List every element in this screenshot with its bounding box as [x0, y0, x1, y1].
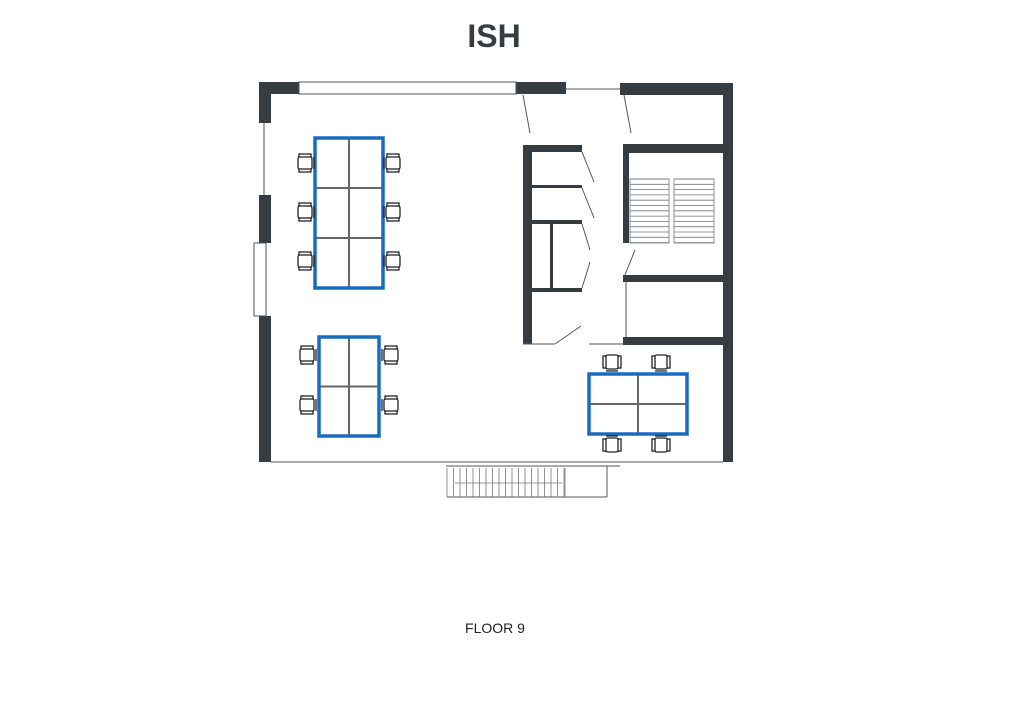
window-top: [298, 81, 517, 95]
stair-flight-1: [629, 178, 670, 244]
desk-cluster-3: [587, 372, 689, 436]
exterior-stair: [446, 468, 566, 497]
chair-icon: [651, 354, 671, 372]
wall-top-mid: [516, 82, 566, 94]
chair-icon: [602, 354, 622, 372]
chair-icon: [299, 395, 317, 415]
wall-top-right: [620, 83, 733, 95]
door-1: [522, 94, 531, 134]
thin-lines: [253, 81, 723, 498]
wall-left-top: [259, 82, 271, 123]
wall-right: [723, 83, 733, 462]
door-2: [623, 94, 632, 134]
chair-icon: [297, 153, 315, 173]
walls: [259, 82, 733, 462]
chair-icon: [383, 251, 401, 271]
door-8: [624, 249, 636, 276]
chair-icon: [651, 435, 671, 453]
core-divider: [550, 222, 553, 290]
stair-core-top: [623, 144, 723, 153]
door-5: [581, 223, 591, 251]
desk-cluster-2: [317, 335, 381, 438]
stair-flight-2: [673, 178, 715, 244]
chair-icon: [381, 345, 399, 365]
door-7: [554, 325, 582, 345]
chair-icon: [297, 202, 315, 222]
stairs: [446, 178, 715, 497]
wall-left-mid: [259, 195, 271, 243]
door-4: [581, 187, 595, 219]
chair-icon: [297, 251, 315, 271]
chair-icon: [383, 202, 401, 222]
core-wall-left: [523, 145, 532, 344]
wall-left-bottom: [259, 316, 271, 462]
door-3: [581, 151, 595, 183]
core-shelf-3: [530, 220, 582, 224]
core-shelf-1: [523, 145, 582, 152]
building-title: ISH: [467, 18, 521, 54]
chair-icon: [381, 395, 399, 415]
chair-icon: [299, 345, 317, 365]
desks: [313, 136, 689, 438]
core-shelf-2: [530, 185, 582, 188]
window-left: [253, 242, 267, 317]
chairs: [297, 153, 671, 453]
desk-cluster-1: [313, 136, 385, 290]
stair-core-wall: [623, 145, 629, 243]
stair-core-mid: [623, 275, 723, 282]
stair-core-bottom: [623, 337, 723, 345]
chair-icon: [602, 435, 622, 453]
core-shelf-4: [530, 288, 582, 292]
chair-icon: [383, 153, 401, 173]
floor-label: FLOOR 9: [465, 620, 525, 636]
door-6: [581, 261, 591, 289]
